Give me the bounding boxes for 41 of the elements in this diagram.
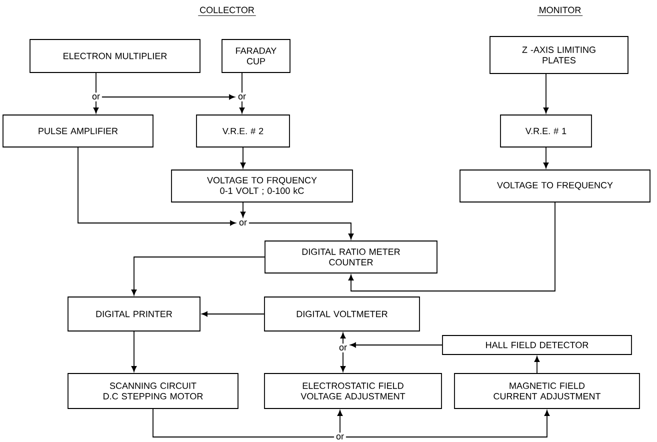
junction-label: or <box>238 94 246 100</box>
arrow <box>350 342 442 348</box>
block-box: VOLTAGE TO FREQUENCY <box>460 170 650 202</box>
arrow <box>534 356 540 374</box>
arrow <box>78 147 236 226</box>
arrow <box>202 311 264 317</box>
arrow <box>543 74 549 114</box>
block-box: HALL FIELD DETECTOR <box>442 335 632 355</box>
block-box: FARADAY CUP <box>222 39 290 73</box>
arrow <box>93 100 99 114</box>
junction-label: or <box>336 434 344 440</box>
arrow <box>240 202 246 218</box>
junction-label: or <box>339 346 347 350</box>
arrow <box>340 332 346 344</box>
block-box: DIGITAL VOLTMETER <box>264 296 420 332</box>
arrow <box>102 94 235 100</box>
junction-label: or <box>92 94 100 100</box>
arrow <box>340 352 346 372</box>
block-box: ELECTRON MULTIPLIER <box>30 39 200 73</box>
section-heading: COLLECTOR <box>198 6 256 16</box>
block-box: PULSE AMPLIFIER <box>2 114 154 148</box>
arrow <box>543 147 549 168</box>
arrow <box>131 331 137 372</box>
section-heading: MONITOR <box>537 6 583 16</box>
block-box: DIGITAL PRINTER <box>68 296 200 332</box>
block-box: VOLTAGE TO FRQUENCY 0-1 VOLT ; 0-100 kC <box>171 170 353 202</box>
block-box: V.R.E. # 1 <box>500 114 592 148</box>
arrow <box>240 147 246 168</box>
arrow <box>337 410 343 434</box>
arrow <box>131 256 265 296</box>
block-box: V.R.E. # 2 <box>196 114 290 148</box>
block-box: MAGNETIC FIELD CURRENT ADJUSTMENT <box>454 373 640 409</box>
block-box: Z -AXIS LIMITING PLATES <box>490 36 628 74</box>
arrow <box>239 100 245 114</box>
block-box: DIGITAL RATIO METER COUNTER <box>264 240 438 274</box>
block-box: ELECTROSTATIC FIELD VOLTAGE ADJUSTMENT <box>264 373 442 409</box>
arrow <box>248 222 354 240</box>
junction-label: or <box>239 220 247 226</box>
arrow <box>348 202 556 292</box>
arrow <box>346 410 550 438</box>
block-box: SCANNING CIRCUIT D.C STEPPING MOTOR <box>68 373 238 409</box>
